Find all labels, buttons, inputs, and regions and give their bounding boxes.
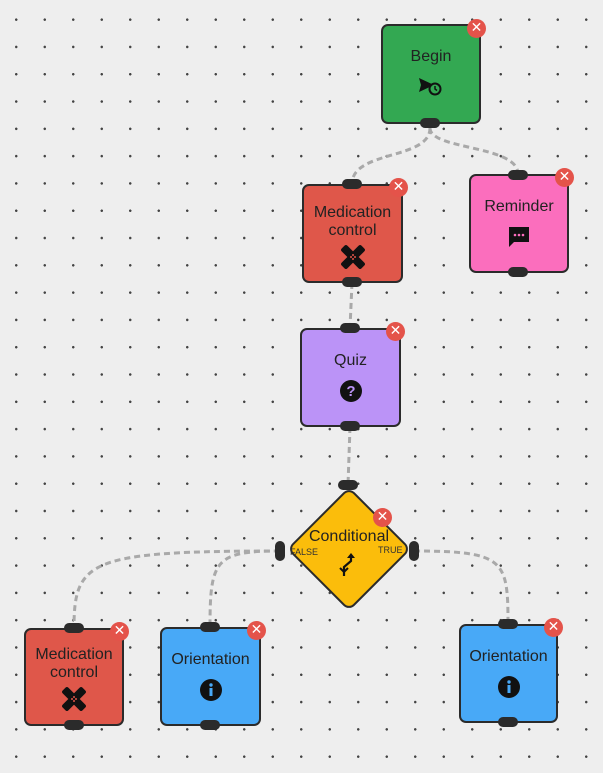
orientation-left-output-handle[interactable] xyxy=(200,720,220,730)
branch-arrow-icon xyxy=(337,553,357,582)
medication-top-output-handle[interactable] xyxy=(342,277,362,287)
true-branch-label: TRUE xyxy=(378,545,403,555)
medication-control-node-bottom[interactable]: Medication control xyxy=(24,628,124,726)
info-circle-icon xyxy=(496,674,522,700)
medication-control-node-top[interactable]: Medication control xyxy=(302,184,403,283)
medication-bottom-input-handle[interactable] xyxy=(64,623,84,633)
edge-medication-quiz xyxy=(348,282,354,329)
quiz-delete-button[interactable]: ✕ xyxy=(386,322,405,341)
conditional-false-handle[interactable] xyxy=(275,541,285,561)
reminder-node[interactable]: Reminder xyxy=(469,174,569,273)
quiz-output-handle[interactable] xyxy=(340,421,360,431)
quiz-label: Quiz xyxy=(334,352,367,369)
quiz-input-handle[interactable] xyxy=(340,323,360,333)
question-circle-icon: ? xyxy=(338,378,364,404)
orientation-left-input-handle[interactable] xyxy=(200,622,220,632)
medication-control-label: Medication control xyxy=(35,646,113,681)
orientation-right-output-handle[interactable] xyxy=(498,717,518,727)
begin-delete-button[interactable]: ✕ xyxy=(467,19,486,38)
svg-text:?: ? xyxy=(346,383,355,400)
false-branch-label: FALSE xyxy=(290,547,319,557)
bandage-icon xyxy=(340,244,366,270)
edge-false-medication xyxy=(72,549,281,629)
edge-quiz-conditional xyxy=(346,426,352,486)
medication-control-label: Medication control xyxy=(313,204,392,239)
conditional-label: Conditional xyxy=(308,528,390,545)
medication-bottom-delete-button[interactable]: ✕ xyxy=(110,622,129,641)
orientation-node-left[interactable]: Orientation xyxy=(160,627,261,726)
reminder-output-handle[interactable] xyxy=(508,267,528,277)
edge-begin-reminder xyxy=(428,127,520,175)
quiz-node[interactable]: Quiz ? xyxy=(300,328,401,427)
clock-send-icon xyxy=(418,74,444,100)
begin-node[interactable]: Begin xyxy=(381,24,481,124)
conditional-true-handle[interactable] xyxy=(409,541,419,561)
conditional-input-handle[interactable] xyxy=(338,480,358,490)
edge-begin-medication xyxy=(350,127,432,185)
chat-bubble-icon xyxy=(506,224,532,250)
bandage-icon xyxy=(61,686,87,712)
edge-true-orientation xyxy=(413,549,510,625)
edge-false-orientation xyxy=(208,549,281,628)
begin-label: Begin xyxy=(410,48,452,65)
medication-bottom-output-handle[interactable] xyxy=(64,720,84,730)
reminder-label: Reminder xyxy=(484,198,554,215)
info-circle-icon xyxy=(198,677,224,703)
orientation-left-delete-button[interactable]: ✕ xyxy=(247,621,266,640)
medication-top-delete-button[interactable]: ✕ xyxy=(389,178,408,197)
orientation-label: Orientation xyxy=(469,648,548,665)
reminder-delete-button[interactable]: ✕ xyxy=(555,168,574,187)
orientation-right-input-handle[interactable] xyxy=(498,619,518,629)
reminder-input-handle[interactable] xyxy=(508,170,528,180)
orientation-node-right[interactable]: Orientation xyxy=(459,624,558,723)
begin-output-handle[interactable] xyxy=(420,118,440,128)
orientation-right-delete-button[interactable]: ✕ xyxy=(544,618,563,637)
medication-top-input-handle[interactable] xyxy=(342,179,362,189)
orientation-label: Orientation xyxy=(171,651,250,668)
conditional-delete-button[interactable]: ✕ xyxy=(373,508,392,527)
